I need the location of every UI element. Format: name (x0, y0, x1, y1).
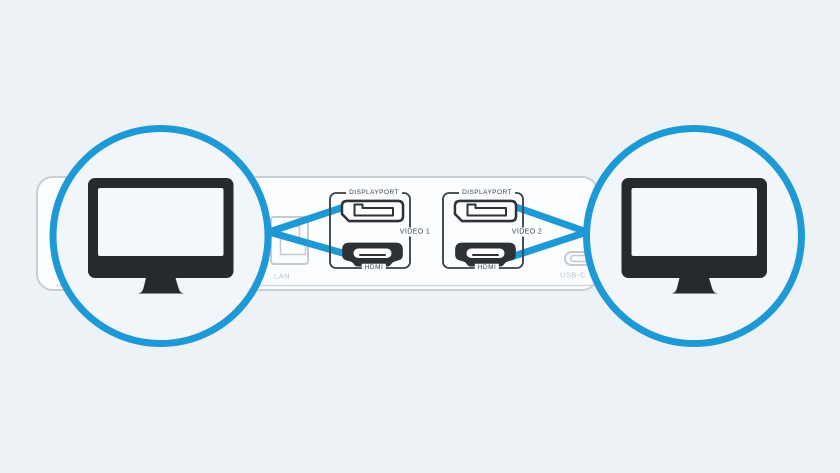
right-monitor-callout (583, 125, 805, 347)
lan-label: LAN (273, 270, 291, 280)
hdmi-2-label: HDMI (474, 263, 500, 273)
video-1-label: VIDEO 1 (396, 227, 434, 237)
line-left-displayport (265, 203, 348, 236)
monitor-icon (88, 178, 234, 294)
line-left-hdmi (265, 228, 350, 258)
monitor-icon (621, 178, 767, 294)
displayport-1-label: DISPLAYPORT (346, 188, 402, 198)
video-2-label: VIDEO 2 (508, 227, 546, 237)
displayport-2-label: DISPLAYPORT (459, 188, 515, 198)
usb-c-label: USB-C (560, 269, 586, 279)
hdmi-1-label: HDMI (361, 263, 387, 273)
line-right-displayport (509, 202, 591, 236)
left-monitor-callout (49, 125, 272, 347)
